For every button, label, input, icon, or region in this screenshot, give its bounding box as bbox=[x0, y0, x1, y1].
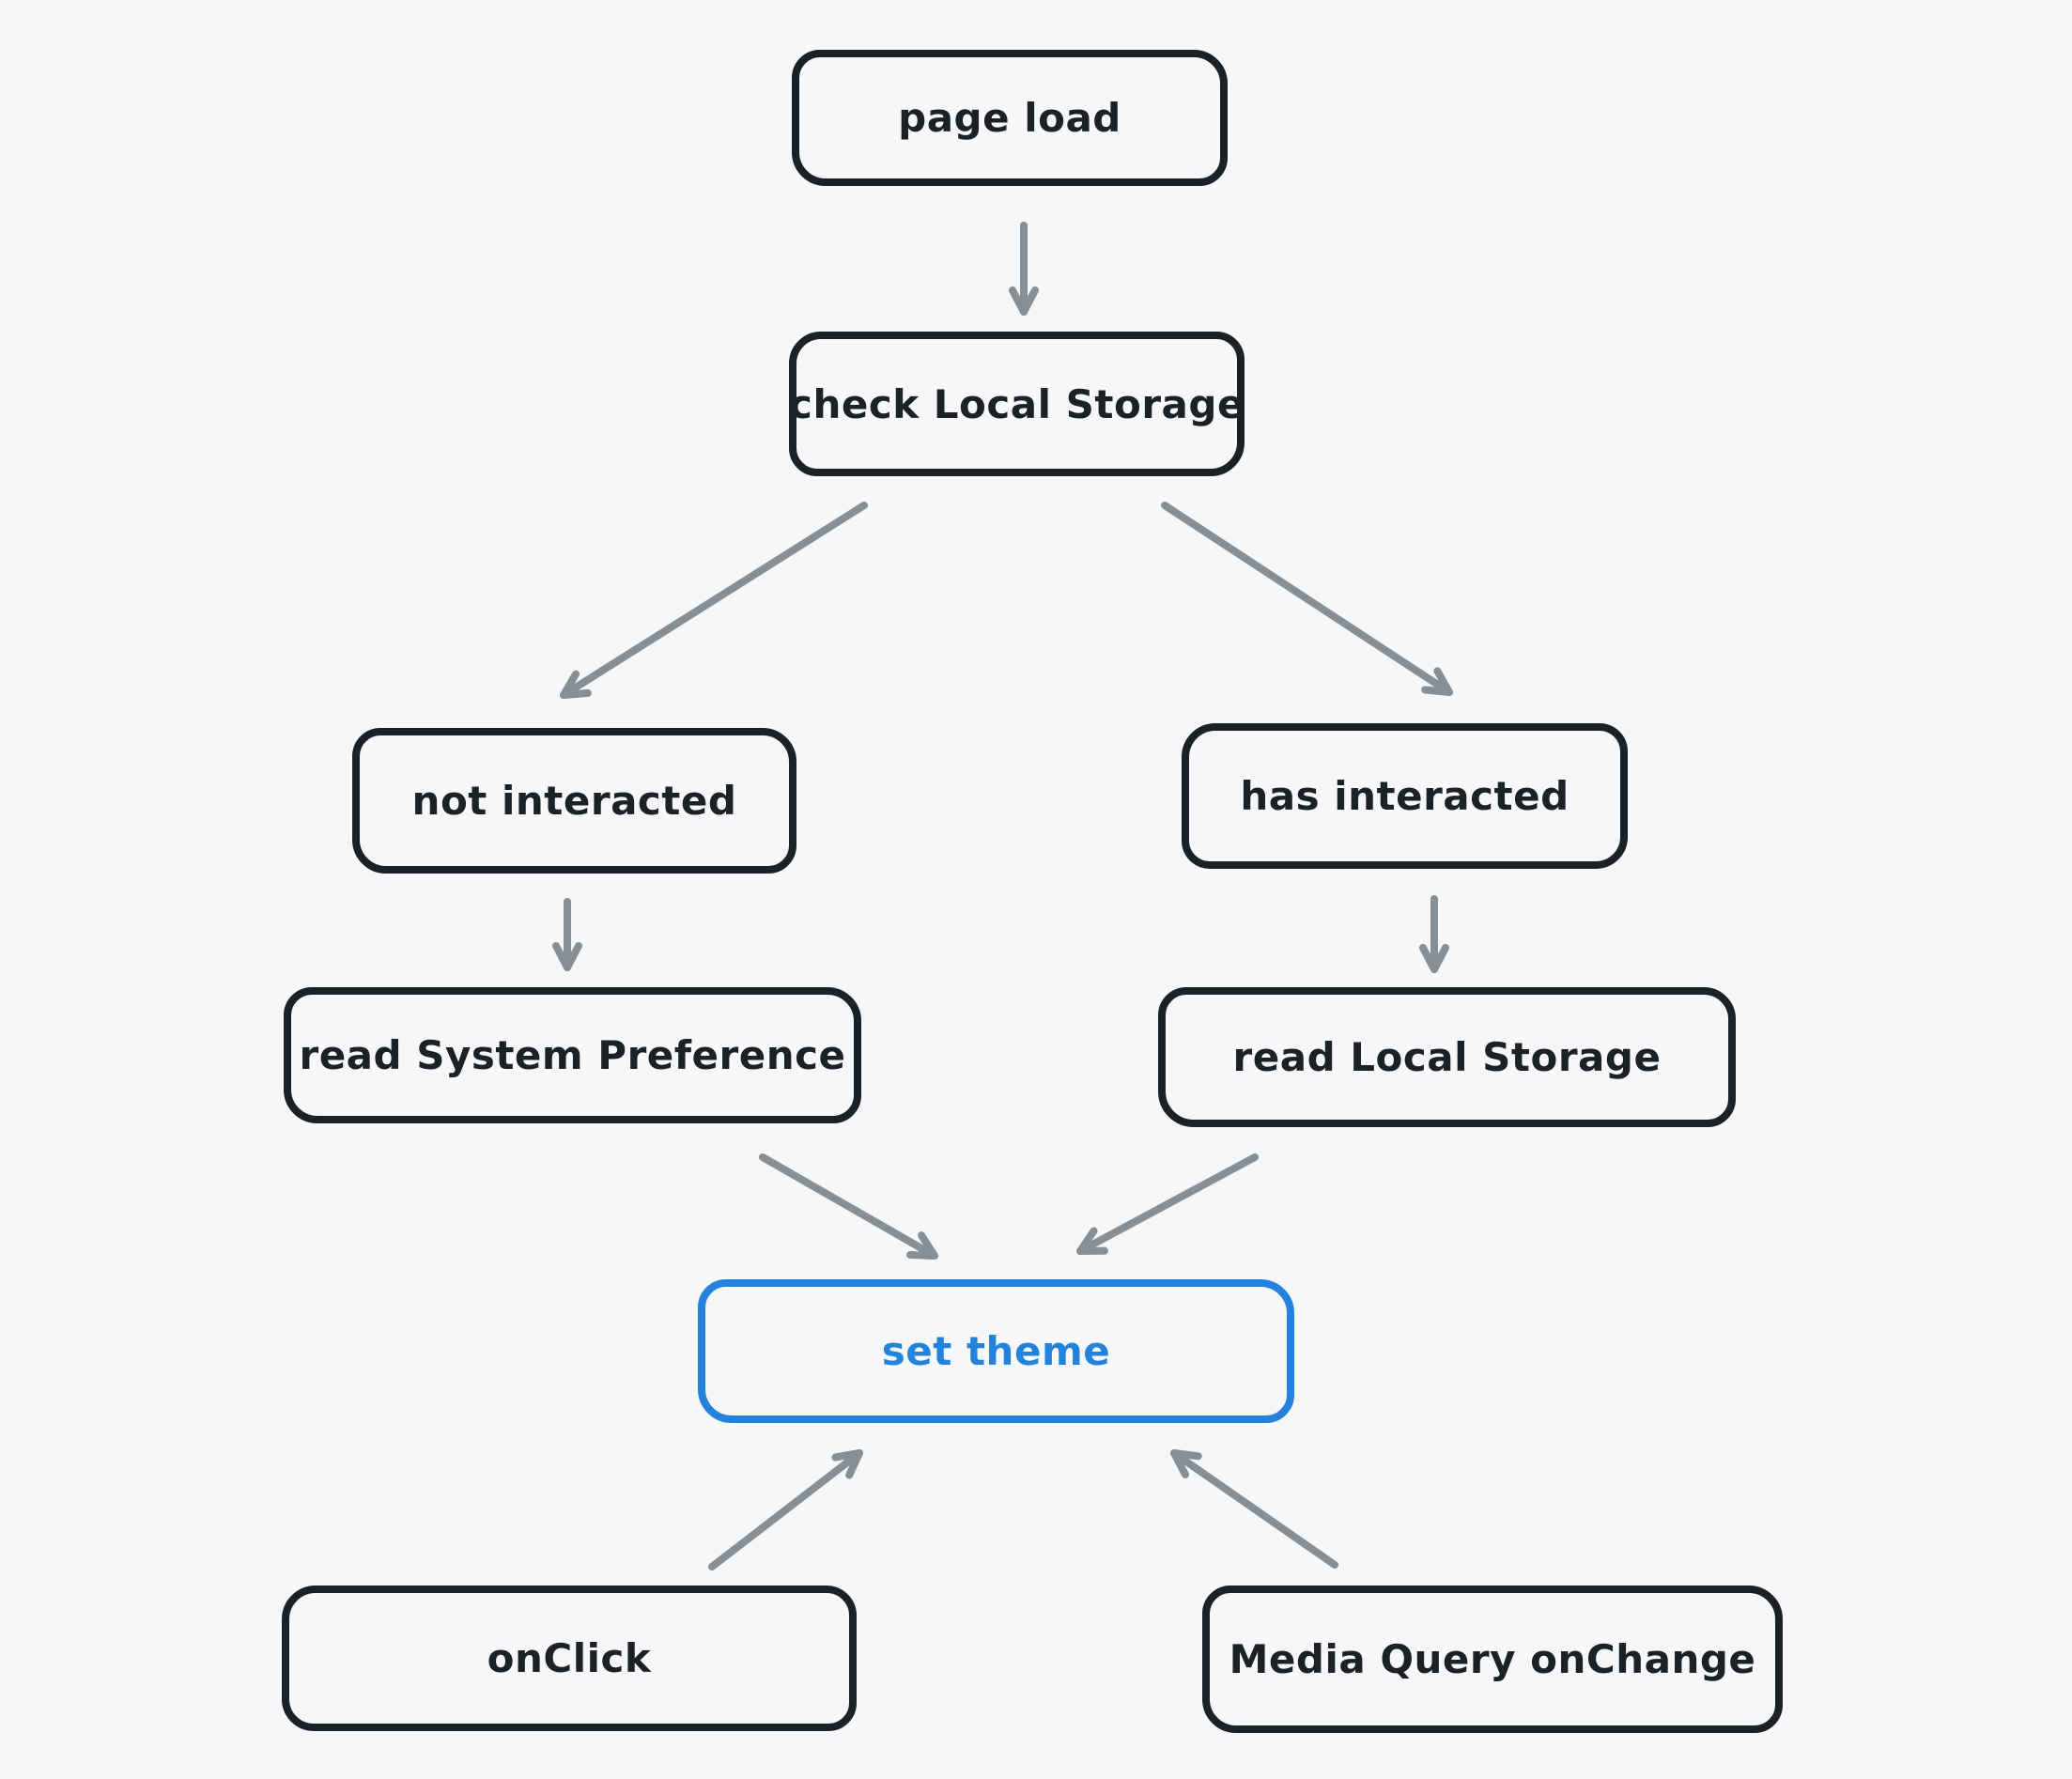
node-check-local-storage-label: check Local Storage bbox=[789, 380, 1245, 427]
node-onclick: onClick bbox=[282, 1586, 857, 1731]
node-has-interacted-label: has interacted bbox=[1240, 773, 1569, 819]
edge-media-query-onchange-to-set-theme bbox=[1170, 1449, 1338, 1569]
node-not-interacted: not interacted bbox=[352, 728, 796, 874]
node-read-system-preference: read System Preference bbox=[284, 987, 861, 1123]
node-read-local-storage-label: read Local Storage bbox=[1232, 1034, 1662, 1080]
node-set-theme-label: set theme bbox=[881, 1328, 1111, 1374]
node-read-system-preference-label: read System Preference bbox=[299, 1032, 846, 1078]
node-media-query-onchange: Media Query onChange bbox=[1202, 1586, 1783, 1733]
node-media-query-onchange-label: Media Query onChange bbox=[1229, 1636, 1756, 1682]
node-check-local-storage: check Local Storage bbox=[789, 332, 1245, 476]
edge-read-local-storage-to-set-theme bbox=[1076, 1153, 1259, 1255]
edge-read-system-preference-to-set-theme bbox=[759, 1153, 938, 1260]
node-page-load-label: page load bbox=[898, 95, 1121, 141]
node-onclick-label: onClick bbox=[487, 1635, 652, 1681]
node-page-load: page load bbox=[792, 50, 1228, 186]
node-not-interacted-label: not interacted bbox=[411, 778, 737, 824]
node-has-interacted: has interacted bbox=[1182, 723, 1628, 869]
node-set-theme: set theme bbox=[698, 1279, 1294, 1423]
edge-check-local-storage-to-not-interacted bbox=[560, 502, 868, 699]
edge-check-local-storage-to-has-interacted bbox=[1161, 502, 1453, 696]
node-read-local-storage: read Local Storage bbox=[1158, 987, 1736, 1127]
edge-onclick-to-set-theme bbox=[708, 1449, 863, 1570]
